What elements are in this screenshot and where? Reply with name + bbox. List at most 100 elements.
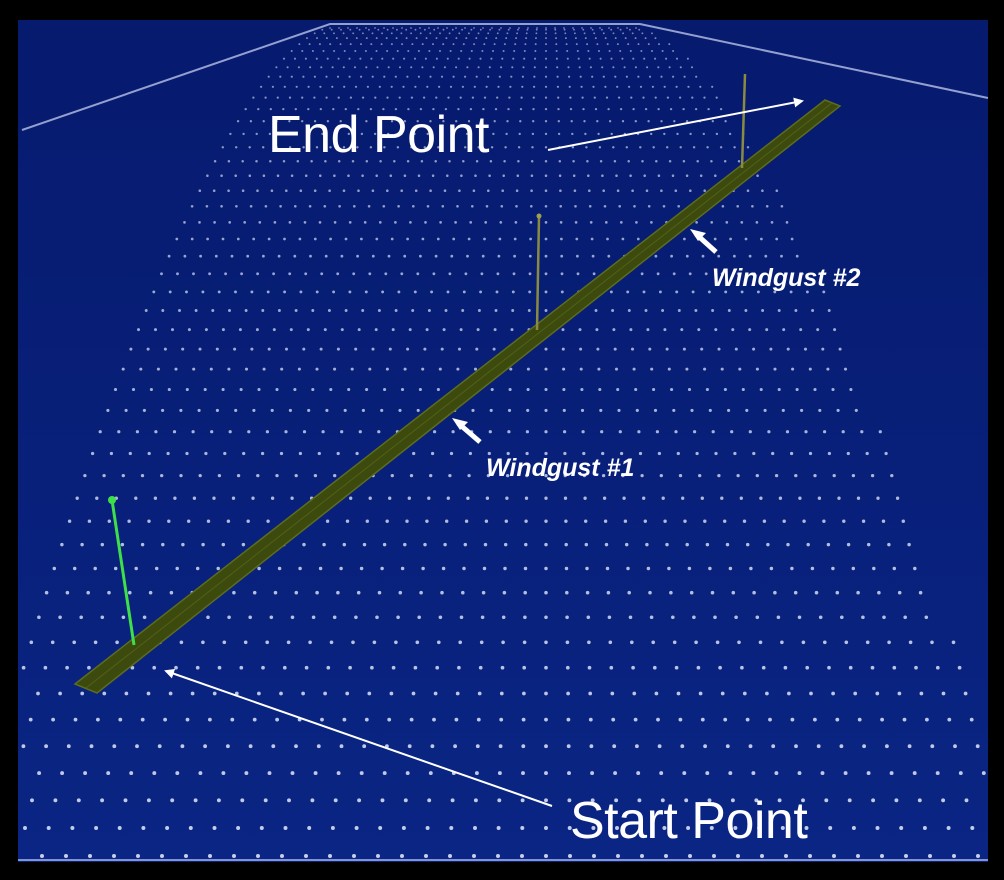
grid-dot [268,132,272,136]
grid-dot [604,85,607,88]
grid-dot [424,221,427,224]
grid-dot [602,496,607,500]
grid-dot [462,43,465,46]
grid-dot [425,37,428,40]
grid-dot [396,615,400,620]
grid-dot [178,309,181,312]
grid-dot [757,826,762,830]
grid-dot [677,309,681,312]
grid-dot [384,272,388,276]
grid-dot [299,189,303,192]
grid-dot [375,237,379,241]
grid-dot [435,96,438,99]
grid-dot [662,826,667,830]
grid-dot [674,189,678,192]
grid-dot [607,615,612,620]
grid-dot [663,85,666,88]
grid-dot [375,37,378,40]
grid-dot [360,43,362,46]
grid-dot [393,159,396,163]
grid-dot [521,75,524,78]
grid-dot [474,771,479,776]
grid-dot [339,43,342,46]
grid-dot [507,430,511,434]
grid-dot [320,272,324,276]
grid-dot [494,309,498,312]
grid-dot [364,49,367,53]
grid-dot [330,826,335,830]
grid-dot [529,237,532,241]
grid-dot [677,204,681,208]
grid-dot [818,408,822,412]
grid-dot [667,367,671,371]
grid-dot [637,43,640,46]
grid-dot [655,430,660,434]
grid-dot [496,826,501,830]
grid-dot [611,717,616,722]
grid-dot [566,744,571,749]
grid-dot [429,120,432,123]
grid-dot [813,387,817,392]
grid-dot [75,496,79,500]
grid-dot [271,85,275,88]
grid-dot [826,367,830,371]
grid-dot [728,566,733,571]
grid-dot [463,146,467,149]
grid-dot [509,85,512,88]
grid-dot [275,66,278,69]
grid-dot [528,290,532,294]
grid-dot [428,771,433,776]
grid-dot [83,473,87,478]
grid-dot [440,347,444,351]
grid-dot [121,615,126,620]
grid-dot [365,159,369,163]
grid-dot [591,28,594,31]
grid-dot [266,290,270,294]
grid-dot [161,542,165,547]
windgust-1-label: Windgust #1 [486,454,634,482]
grid-dot [221,328,225,332]
grid-dot [419,27,421,29]
grid-dot [327,309,331,312]
grid-dot [336,451,340,456]
grid-dot [482,566,487,571]
grid-dot [544,771,548,776]
grid-dot [467,473,471,478]
grid-dot [79,615,83,620]
grid-dot [758,640,763,645]
grid-dot [256,854,260,858]
grid-dot [609,290,613,294]
grid-dot [362,744,367,749]
grid-dot [283,237,286,241]
grid-dot [240,272,244,276]
grid-dot [563,473,567,478]
grid-dot [618,430,622,434]
grid-dot [630,96,633,99]
grid-dot [405,37,408,40]
grid-dot [169,590,174,595]
grid-dot [780,826,785,830]
grid-dot [318,221,322,224]
grid-dot [386,189,389,192]
grid-dot [611,309,615,312]
grid-dot [897,691,902,696]
grid-dot [381,32,384,35]
grid-dot [650,221,653,224]
grid-dot [283,85,286,88]
grid-dot [882,615,886,620]
grid-dot [765,204,769,208]
grid-dot [627,43,630,46]
grid-dot [406,75,409,78]
grid-dot [257,387,261,392]
grid-dot [640,473,644,478]
grid-dot [648,75,652,78]
grid-dot [765,691,769,696]
grid-dot [783,665,788,670]
grid-dot [160,272,163,276]
grid-dot [470,28,473,31]
grid-dot [217,473,222,478]
grid-dot [615,826,619,830]
grid-dot [349,28,352,31]
grid-dot [498,237,502,241]
grid-dot [498,75,501,78]
